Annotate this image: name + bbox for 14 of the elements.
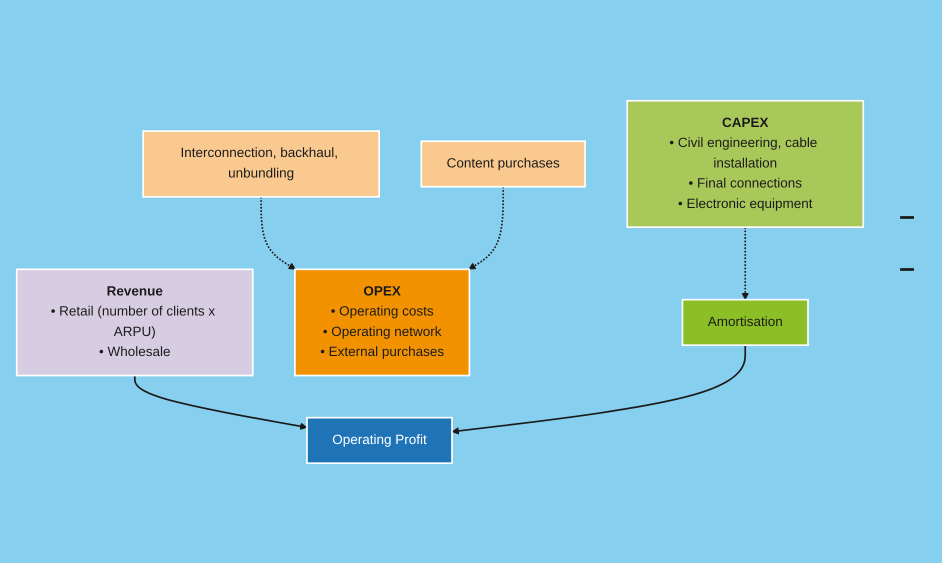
minus-sign: – bbox=[899, 200, 915, 232]
node-box: Interconnection, backhaul, unbundling bbox=[142, 130, 380, 198]
node-box: CAPEX • Civil engineering, cable installation • Final connections • Electronic equipment bbox=[626, 99, 864, 228]
arrow bbox=[742, 226, 749, 300]
node-box: Content purchases bbox=[420, 140, 586, 188]
arrow bbox=[260, 196, 296, 270]
node-box: OPEX • Operating costs • Operating network • External purchases bbox=[294, 268, 470, 376]
arrow bbox=[468, 186, 504, 270]
node-box: Amortisation bbox=[682, 298, 809, 346]
node-box: Revenue • Retail (number of clients x ARPU) • Wholesale bbox=[16, 268, 254, 376]
arrow bbox=[134, 375, 308, 430]
node-box: Operating Profit bbox=[306, 416, 453, 464]
arrow bbox=[452, 344, 746, 434]
minus-sign: – bbox=[899, 252, 915, 284]
